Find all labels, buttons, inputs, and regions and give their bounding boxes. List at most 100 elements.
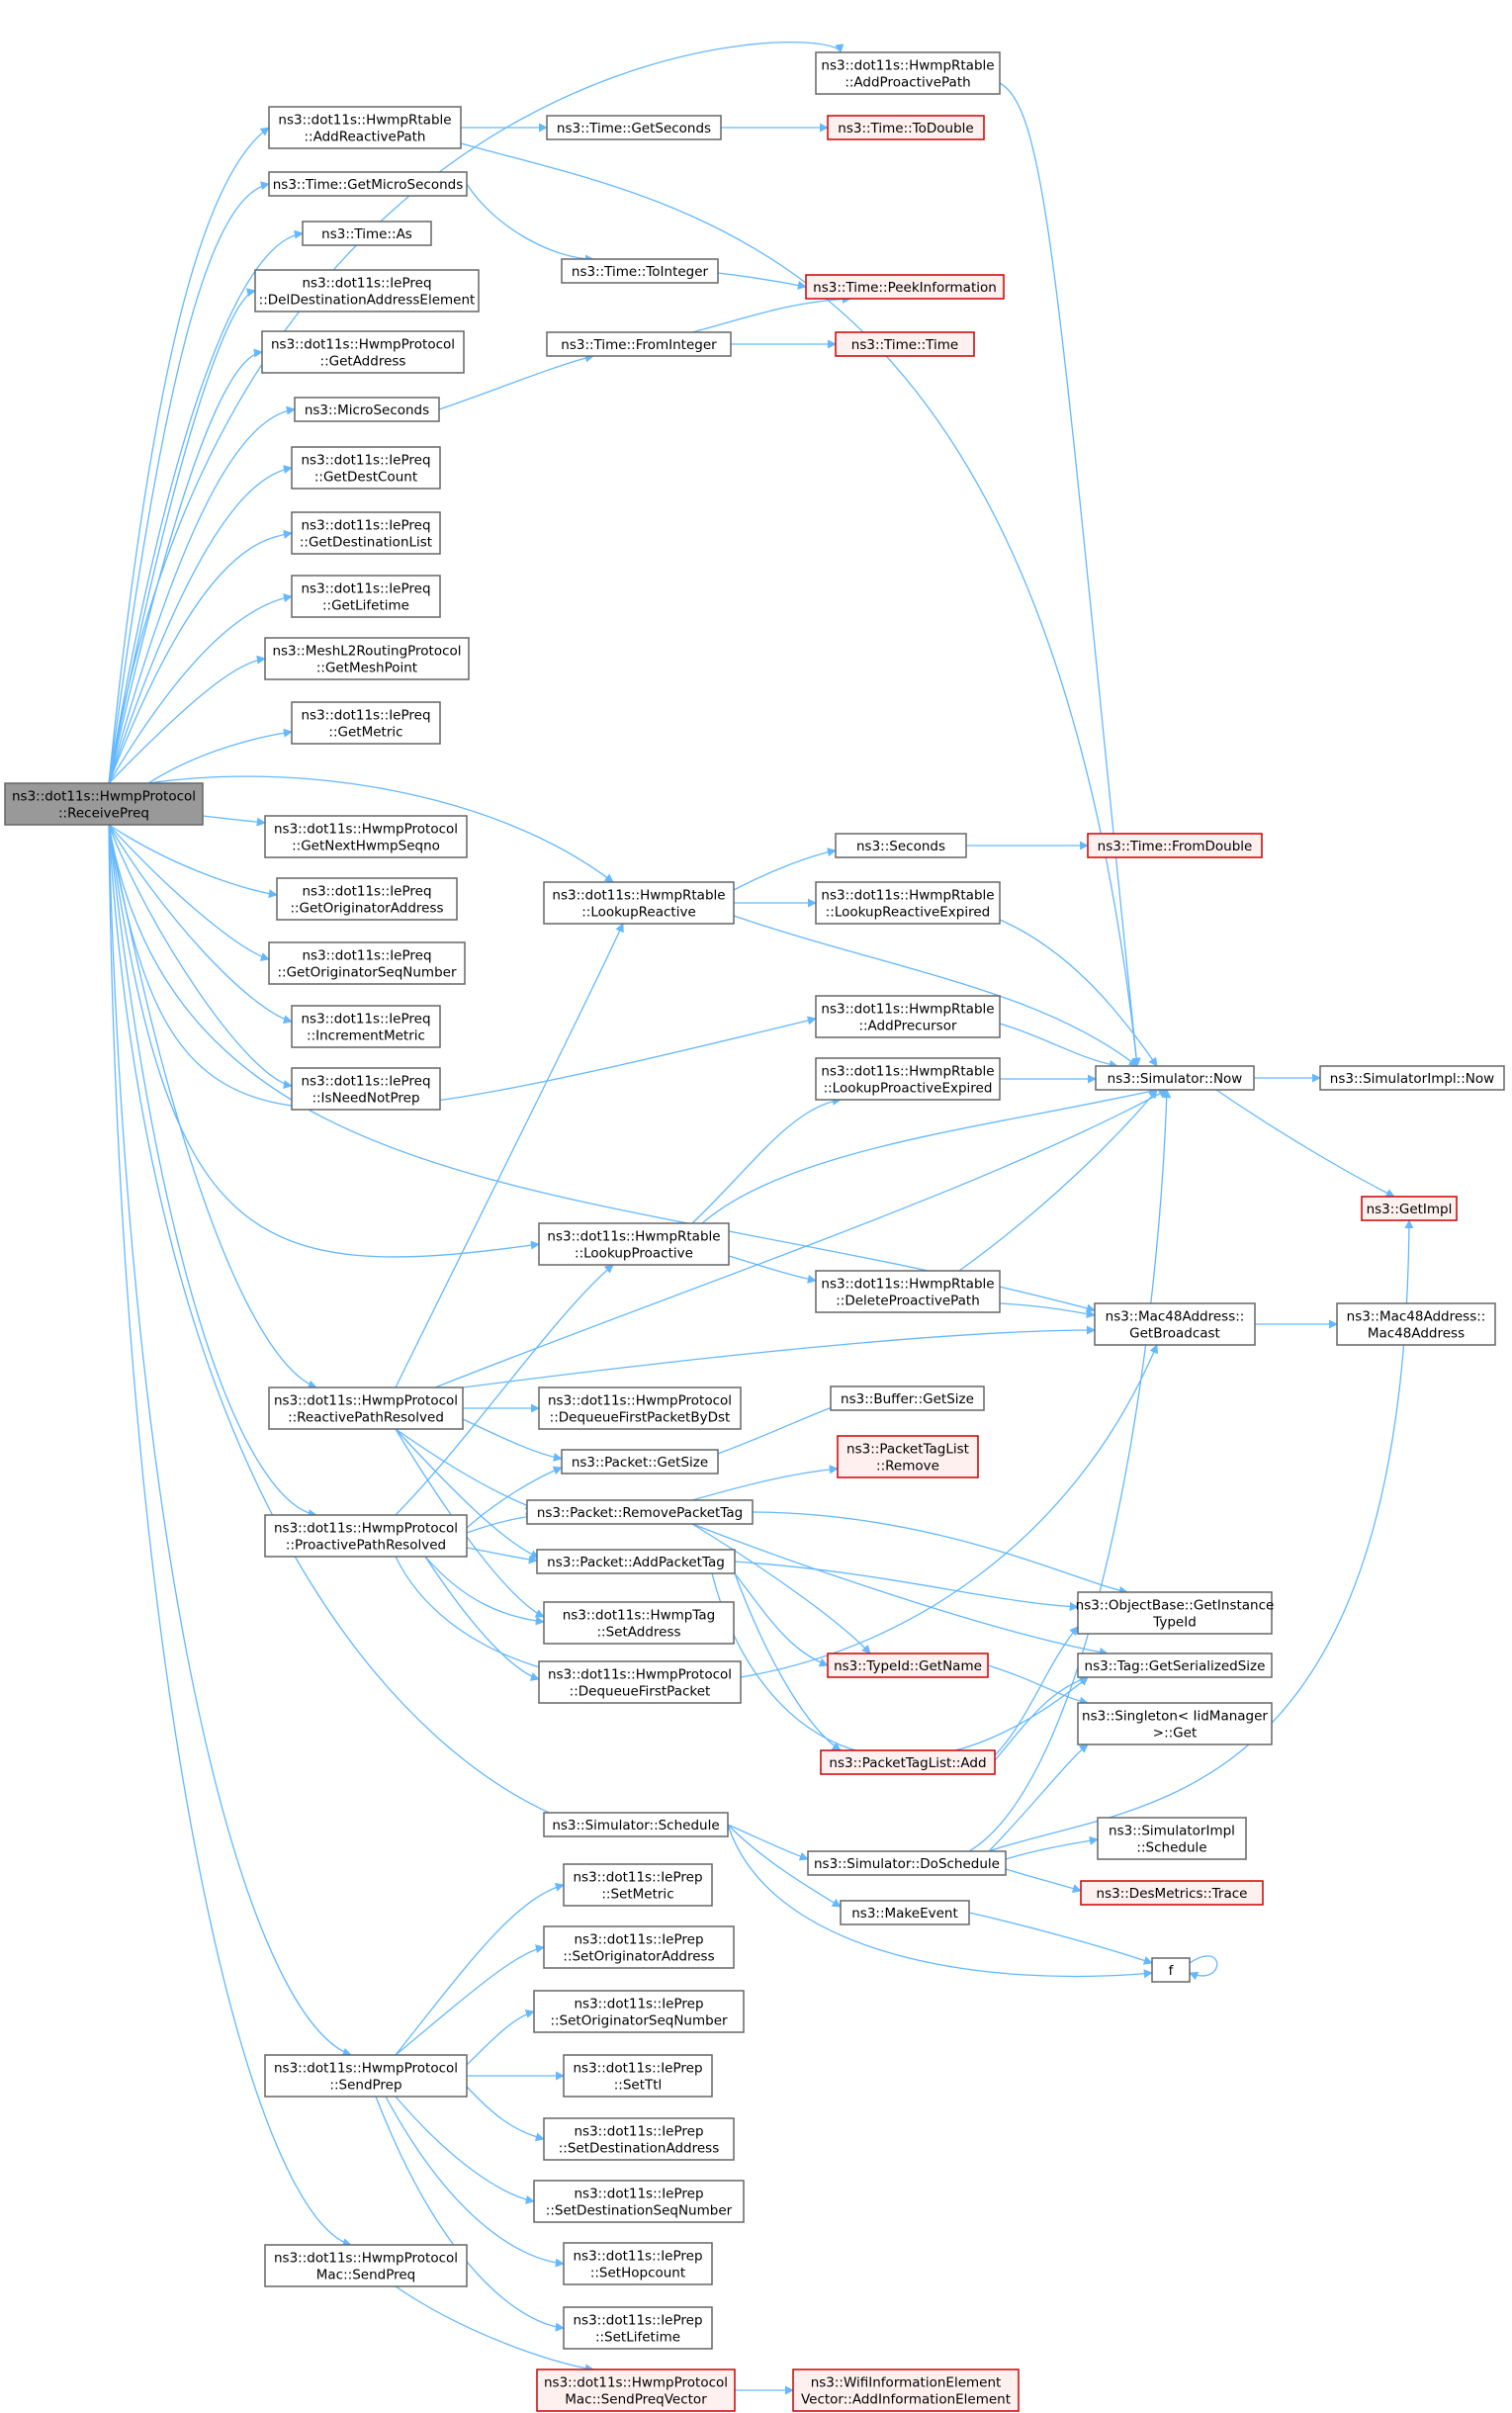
node-addInfoElement[interactable]: ns3::WifiInformationElementVector::AddIn…: [792, 2368, 1020, 2412]
node-getOrigAddr[interactable]: ns3::dot11s::IePreq::GetOriginatorAddres…: [276, 877, 458, 921]
node-sendPrep[interactable]: ns3::dot11s::HwmpProtocol::SendPrep: [264, 2054, 468, 2098]
node-seconds[interactable]: ns3::Seconds: [835, 833, 967, 858]
node-reactiveResolved[interactable]: ns3::dot11s::HwmpProtocol::ReactivePathR…: [268, 1386, 464, 1430]
node-tagGetSerializedSize[interactable]: ns3::Tag::GetSerializedSize: [1077, 1653, 1273, 1678]
node-getMicroSeconds[interactable]: ns3::Time::GetMicroSeconds: [268, 171, 468, 197]
node-bufferGetSize[interactable]: ns3::Buffer::GetSize: [830, 1385, 985, 1411]
node-label-addProactivePath-0: ns3::dot11s::HwmpRtable: [821, 58, 994, 74]
node-getBroadcast[interactable]: ns3::Mac48Address::GetBroadcast: [1094, 1302, 1256, 1346]
node-setOrigSeq[interactable]: ns3::dot11s::IePrep::SetOriginatorSeqNum…: [533, 1990, 745, 2033]
node-getMeshPoint[interactable]: ns3::MeshL2RoutingProtocol::GetMeshPoint: [264, 637, 470, 680]
node-packetGetSize[interactable]: ns3::Packet::GetSize: [561, 1449, 719, 1475]
node-singletonGet[interactable]: ns3::Singleton< IidManager>::Get: [1077, 1702, 1273, 1745]
node-label-setHopcount-0: ns3::dot11s::IePrep: [573, 2249, 702, 2265]
node-addPacketTag[interactable]: ns3::Packet::AddPacketTag: [536, 1549, 736, 1574]
node-getLifetime[interactable]: ns3::dot11s::IePreq::GetLifetime: [291, 575, 441, 618]
node-microSeconds[interactable]: ns3::MicroSeconds: [294, 397, 440, 422]
node-incMetric[interactable]: ns3::dot11s::IePreq::IncrementMetric: [291, 1005, 441, 1048]
node-getImpl[interactable]: ns3::GetImpl: [1361, 1196, 1458, 1221]
node-simImplSchedule[interactable]: ns3::SimulatorImpl::Schedule: [1097, 1817, 1247, 1860]
node-box-timeAs: [302, 221, 432, 246]
node-setDestAddr[interactable]: ns3::dot11s::IePrep::SetDestinationAddre…: [543, 2117, 735, 2161]
node-setLifetime[interactable]: ns3::dot11s::IePrep::SetLifetime: [563, 2306, 713, 2350]
edge-proactiveResolved-to-dequeueFirst: [424, 1556, 540, 1681]
node-lookupReactive[interactable]: ns3::dot11s::HwmpRtable::LookupReactive: [543, 881, 735, 925]
node-fromInteger[interactable]: ns3::Time::FromInteger: [546, 331, 732, 357]
node-simImplNow[interactable]: ns3::SimulatorImpl::Now: [1319, 1065, 1505, 1091]
node-getOrigSeq[interactable]: ns3::dot11s::IePreq::GetOriginatorSeqNum…: [268, 941, 466, 985]
node-dequeueFirstByDst[interactable]: ns3::dot11s::HwmpProtocol::DequeueFirstP…: [538, 1386, 742, 1430]
edge-sendPrep-to-setMetric: [395, 1882, 565, 2056]
node-macSendPreqVector[interactable]: ns3::dot11s::HwmpProtocolMac::SendPreqVe…: [536, 2368, 736, 2412]
edge-lookupReactive-to-simNow: [733, 915, 1138, 1067]
node-timeTime[interactable]: ns3::Time::Time: [835, 331, 975, 357]
edge-root-to-getLifetime: [108, 593, 293, 784]
node-toDouble[interactable]: ns3::Time::ToDouble: [827, 115, 985, 140]
node-label-getSeconds-0: ns3::Time::GetSeconds: [557, 121, 711, 136]
node-simSchedule[interactable]: ns3::Simulator::Schedule: [543, 1812, 729, 1837]
node-tagListAdd[interactable]: ns3::PacketTagList::Add: [820, 1749, 996, 1775]
node-root[interactable]: ns3::dot11s::HwmpProtocol::ReceivePreq: [4, 782, 204, 826]
node-peekInformation[interactable]: ns3::Time::PeekInformation: [805, 274, 1005, 300]
node-addProactivePath[interactable]: ns3::dot11s::HwmpRtable::AddProactivePat…: [815, 51, 1001, 95]
node-dequeueFirst[interactable]: ns3::dot11s::HwmpProtocol::DequeueFirstP…: [538, 1660, 742, 1704]
node-f[interactable]: f: [1151, 1957, 1191, 1983]
node-box-lookupReactiveExpired: [815, 881, 1001, 925]
node-label-addReactivePath-0: ns3::dot11s::HwmpRtable: [278, 113, 451, 129]
edge-root-to-getMeshPoint: [108, 655, 266, 784]
node-isNeedNotPrep[interactable]: ns3::dot11s::IePreq::IsNeedNotPrep: [291, 1067, 441, 1111]
node-label-getOrigSeq-1: ::GetOriginatorSeqNumber: [277, 965, 456, 981]
node-label-lookupReactive-0: ns3::dot11s::HwmpRtable: [552, 888, 725, 904]
node-typeIdGetName[interactable]: ns3::TypeId::GetName: [827, 1653, 989, 1678]
node-simDoSchedule[interactable]: ns3::Simulator::DoSchedule: [807, 1850, 1007, 1876]
node-getAddress[interactable]: ns3::dot11s::HwmpProtocol::GetAddress: [261, 330, 465, 374]
node-label-addProactivePath-1: ::AddProactivePath: [845, 75, 970, 91]
node-label-getMicroSeconds-0: ns3::Time::GetMicroSeconds: [273, 177, 464, 193]
node-setOrigAddr[interactable]: ns3::dot11s::IePrep::SetOriginatorAddres…: [543, 1925, 735, 1969]
node-label-mac48-0: ns3::Mac48Address::: [1347, 1309, 1486, 1325]
node-box-typeIdGetName: [827, 1653, 989, 1678]
node-label-lookupProactive-1: ::LookupProactive: [575, 1246, 693, 1262]
node-timeAs[interactable]: ns3::Time::As: [302, 221, 432, 246]
node-lookupReactiveExpired[interactable]: ns3::dot11s::HwmpRtable::LookupReactiveE…: [815, 881, 1001, 925]
node-desTrace[interactable]: ns3::DesMetrics::Trace: [1080, 1880, 1264, 1906]
node-setHopcount[interactable]: ns3::dot11s::IePrep::SetHopcount: [563, 2242, 713, 2285]
edge-reactiveResolved-to-removePacketTag: [395, 1428, 535, 1510]
node-deleteProactivePath[interactable]: ns3::dot11s::HwmpRtable::DeleteProactive…: [815, 1270, 1001, 1313]
node-fromDouble[interactable]: ns3::Time::FromDouble: [1087, 833, 1263, 858]
node-label-singletonGet-0: ns3::Singleton< IidManager: [1082, 1709, 1268, 1725]
node-addReactivePath[interactable]: ns3::dot11s::HwmpRtable::AddReactivePath: [268, 106, 462, 149]
node-lookupProactiveExpired[interactable]: ns3::dot11s::HwmpRtable::LookupProactive…: [815, 1057, 1001, 1101]
node-box-addPacketTag: [536, 1549, 736, 1574]
node-lookupProactive[interactable]: ns3::dot11s::HwmpRtable::LookupProactive: [538, 1222, 730, 1266]
node-simNow[interactable]: ns3::Simulator::Now: [1095, 1065, 1255, 1091]
node-label-dequeueFirst-0: ns3::dot11s::HwmpProtocol: [548, 1667, 732, 1683]
node-hwmpTagSetAddress[interactable]: ns3::dot11s::HwmpTag::SetAddress: [543, 1601, 735, 1645]
node-getMetric[interactable]: ns3::dot11s::IePreq::GetMetric: [291, 701, 441, 745]
node-tagListRemove[interactable]: ns3::PacketTagList::Remove: [837, 1435, 979, 1478]
node-box-getMeshPoint: [264, 637, 470, 680]
node-label-removePacketTag-0: ns3::Packet::RemovePacketTag: [537, 1505, 743, 1521]
node-mac48[interactable]: ns3::Mac48Address::Mac48Address: [1336, 1302, 1496, 1346]
node-box-desTrace: [1080, 1880, 1264, 1906]
node-label-getDestCount-1: ::GetDestCount: [314, 470, 417, 486]
node-box-lookupProactiveExpired: [815, 1057, 1001, 1101]
node-getNextSeqno[interactable]: ns3::dot11s::HwmpProtocol::GetNextHwmpSe…: [264, 815, 468, 858]
node-addPrecursor[interactable]: ns3::dot11s::HwmpRtable::AddPrecursor: [815, 995, 1001, 1038]
node-setDestSeq[interactable]: ns3::dot11s::IePrep::SetDestinationSeqNu…: [533, 2180, 745, 2223]
node-makeEvent[interactable]: ns3::MakeEvent: [840, 1900, 970, 1925]
node-box-peekInformation: [805, 274, 1005, 300]
node-getSeconds[interactable]: ns3::Time::GetSeconds: [546, 115, 722, 140]
node-getDestList[interactable]: ns3::dot11s::IePreq::GetDestinationList: [291, 511, 441, 555]
node-proactiveResolved[interactable]: ns3::dot11s::HwmpProtocol::ProactivePath…: [264, 1514, 468, 1558]
node-setTtl[interactable]: ns3::dot11s::IePrep::SetTtl: [563, 2054, 713, 2098]
node-label-setLifetime-1: ::SetLifetime: [595, 2330, 680, 2346]
node-toInteger[interactable]: ns3::Time::ToInteger: [561, 258, 719, 284]
node-setMetric[interactable]: ns3::dot11s::IePrep::SetMetric: [563, 1863, 713, 1907]
node-box-getOrigSeq: [268, 941, 466, 985]
node-delDest[interactable]: ns3::dot11s::IePreq::DelDestinationAddre…: [254, 269, 480, 313]
node-getDestCount[interactable]: ns3::dot11s::IePreq::GetDestCount: [291, 446, 441, 490]
node-removePacketTag[interactable]: ns3::Packet::RemovePacketTag: [526, 1499, 754, 1525]
